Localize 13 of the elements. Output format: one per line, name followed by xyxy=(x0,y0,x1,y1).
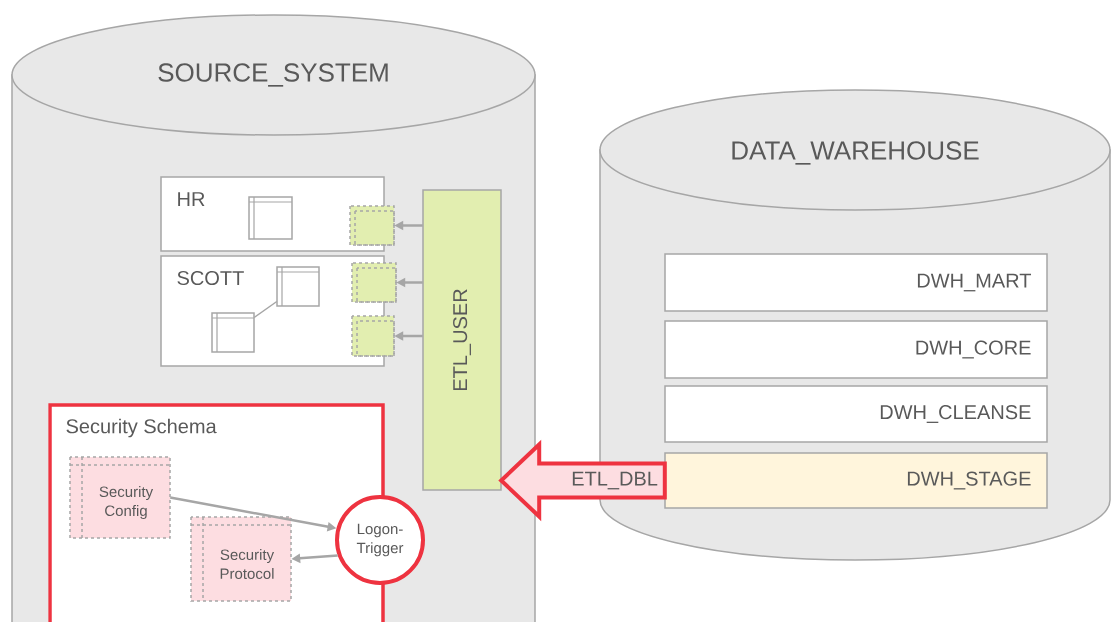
layer-box: DWH_CLEANSE xyxy=(664,385,1048,443)
table-icon xyxy=(248,196,293,240)
table-box: Security Config xyxy=(69,456,171,539)
user-bar: ETL_USER xyxy=(422,189,502,491)
synonym-box xyxy=(349,205,395,246)
table-icon xyxy=(276,266,320,307)
synonym-box xyxy=(351,315,395,357)
table-icon xyxy=(211,312,255,353)
synonym-box xyxy=(351,262,397,303)
layer-box: DWH_CORE xyxy=(664,320,1048,379)
table-box: Security Protocol xyxy=(190,516,292,602)
layer-box: DWH_STAGE xyxy=(664,452,1048,509)
layer-box: DWH_MART xyxy=(664,253,1048,312)
